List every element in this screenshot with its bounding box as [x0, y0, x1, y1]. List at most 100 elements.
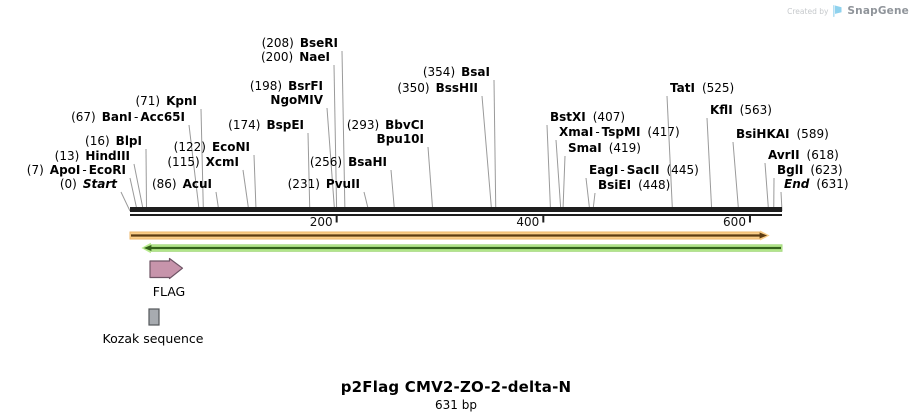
- site-label-row: XmaI-TspMI(417): [559, 125, 680, 139]
- site-position: (122): [173, 140, 206, 154]
- site-label-bani-acc65i: (67)BanI-Acc65I: [71, 110, 185, 124]
- site-position: (618): [806, 148, 839, 162]
- site-position: (445): [666, 163, 699, 177]
- site-position: (419): [608, 141, 641, 155]
- snapgene-logo-icon: [833, 5, 842, 17]
- tick-label: 600: [723, 215, 746, 229]
- site-position: (7): [26, 163, 44, 177]
- site-position: (350): [397, 81, 430, 95]
- site-label-row: Bpu10I: [347, 132, 424, 146]
- site-label-row: (293) BbvCI: [347, 118, 424, 132]
- site-label-xcmi: (115)XcmI: [167, 155, 239, 169]
- leader-line: [242, 169, 250, 212]
- site-label-bsai: (354)BsaI: [423, 65, 490, 79]
- site-label-row: (198)BsrFI: [250, 79, 323, 93]
- construct-title: p2Flag CMV2-ZO-2-delta-N: [340, 378, 572, 396]
- site-position: (16): [85, 134, 110, 148]
- site-label-row: (231)PvuII: [288, 177, 360, 191]
- site-enzyme-name: Start: [82, 177, 117, 191]
- site-position: (631): [816, 177, 849, 191]
- site-position: (623): [810, 163, 843, 177]
- site-label-pvuii: (231)PvuII: [288, 177, 360, 191]
- site-label-tati: TatI(525): [670, 81, 734, 95]
- leader-line: [555, 139, 562, 212]
- leader-line: [188, 124, 200, 212]
- site-label-row: (16)BlpI: [85, 134, 142, 148]
- site-enzyme-name: EagI: [589, 163, 619, 177]
- site-label-start: (0) Start: [60, 177, 117, 191]
- leader-line: [120, 191, 131, 212]
- site-position: (231): [287, 177, 320, 191]
- leader-line: [706, 117, 713, 212]
- site-enzyme-name: KpnI: [166, 94, 197, 108]
- orf-reverse-head: [143, 245, 152, 251]
- site-label-bsihkai: BsiHKAI(589): [736, 127, 829, 141]
- site-enzyme-name: Bpu10I: [376, 132, 424, 146]
- watermark: Created by SnapGene: [787, 4, 909, 18]
- leader-line: [200, 108, 204, 212]
- leader-line: [341, 50, 346, 212]
- leader-line: [585, 177, 591, 212]
- construct-length: 631 bp: [435, 398, 477, 412]
- site-label-bseri: (208) BseRI: [262, 36, 338, 50]
- site-label-row: (256) BsaHI: [310, 155, 387, 169]
- site-label-row: (350)BssHII: [397, 81, 478, 95]
- site-label-row: SmaI(419): [568, 141, 641, 155]
- watermark-brand: SnapGene: [847, 5, 909, 17]
- sequence-bar-top: [130, 207, 782, 212]
- site-label-bgli: BglI(623): [777, 163, 843, 177]
- site-enzyme-name: BseRI: [299, 36, 338, 50]
- site-enzyme-name: NaeI: [299, 50, 330, 64]
- site-label-avrii: AvrII(618): [768, 148, 839, 162]
- site-label-row: EagI-SacII(445): [589, 163, 699, 177]
- leader-line: [133, 163, 144, 212]
- sequence-bar-bottom: [130, 214, 782, 216]
- site-position: (407): [592, 110, 626, 124]
- site-enzyme-name: ApoI: [49, 163, 81, 177]
- feature-label-flag: FLAG: [152, 284, 186, 299]
- site-label-row: (122)EcoNI: [174, 140, 250, 154]
- leader-line: [481, 95, 493, 212]
- site-position: (13): [54, 149, 80, 163]
- leader-line: [390, 169, 396, 212]
- site-label-row: (354)BsaI: [423, 65, 490, 79]
- kozak-feature-box: [148, 308, 160, 326]
- site-enzyme-name: BsiEI: [598, 178, 632, 192]
- site-label-row: NgoMIV: [250, 93, 323, 107]
- site-enzyme-name: NgoMIV: [270, 93, 323, 107]
- site-position: (198): [249, 79, 283, 93]
- leader-line: [562, 155, 566, 212]
- site-enzyme-name: Acc65I: [140, 110, 185, 124]
- site-label-row: AvrII(618): [768, 148, 839, 162]
- leader-line: [145, 148, 148, 212]
- site-label-xmai-tspmi: XmaI-TspMI(417): [559, 125, 680, 139]
- site-position: (71): [135, 94, 161, 108]
- site-enzyme-name: XcmI: [205, 155, 239, 169]
- site-position: (293): [346, 118, 380, 132]
- site-position: (0): [59, 177, 77, 191]
- site-enzyme-name: EcoRI: [88, 163, 126, 177]
- title-block: p2Flag CMV2-ZO-2-delta-N 631 bp: [0, 378, 912, 412]
- site-label-row: TatI(525): [670, 81, 734, 95]
- tick-label: 200: [310, 215, 333, 229]
- site-enzyme-name: BsiHKAI: [736, 127, 790, 141]
- site-enzyme-name: BbvCI: [385, 118, 424, 132]
- site-position: (174): [228, 118, 261, 132]
- site-enzyme-name: BsaHI: [348, 155, 387, 169]
- leader-line: [253, 154, 257, 212]
- site-label-row: (13)HindIII: [55, 149, 130, 163]
- site-position: (208): [261, 36, 294, 50]
- site-position: (256): [309, 155, 343, 169]
- flag-feature-arrow: [149, 257, 184, 280]
- site-label-row: (7)ApoI-EcoRI: [27, 163, 126, 177]
- site-position: (354): [422, 65, 456, 79]
- site-label-row: BstXI(407): [550, 110, 625, 124]
- site-enzyme-name: SacII: [626, 163, 660, 177]
- leader-line: [307, 132, 311, 212]
- site-label-row: (71) KpnI: [135, 94, 197, 108]
- site-position: (448): [638, 178, 671, 192]
- leader-line: [546, 124, 552, 212]
